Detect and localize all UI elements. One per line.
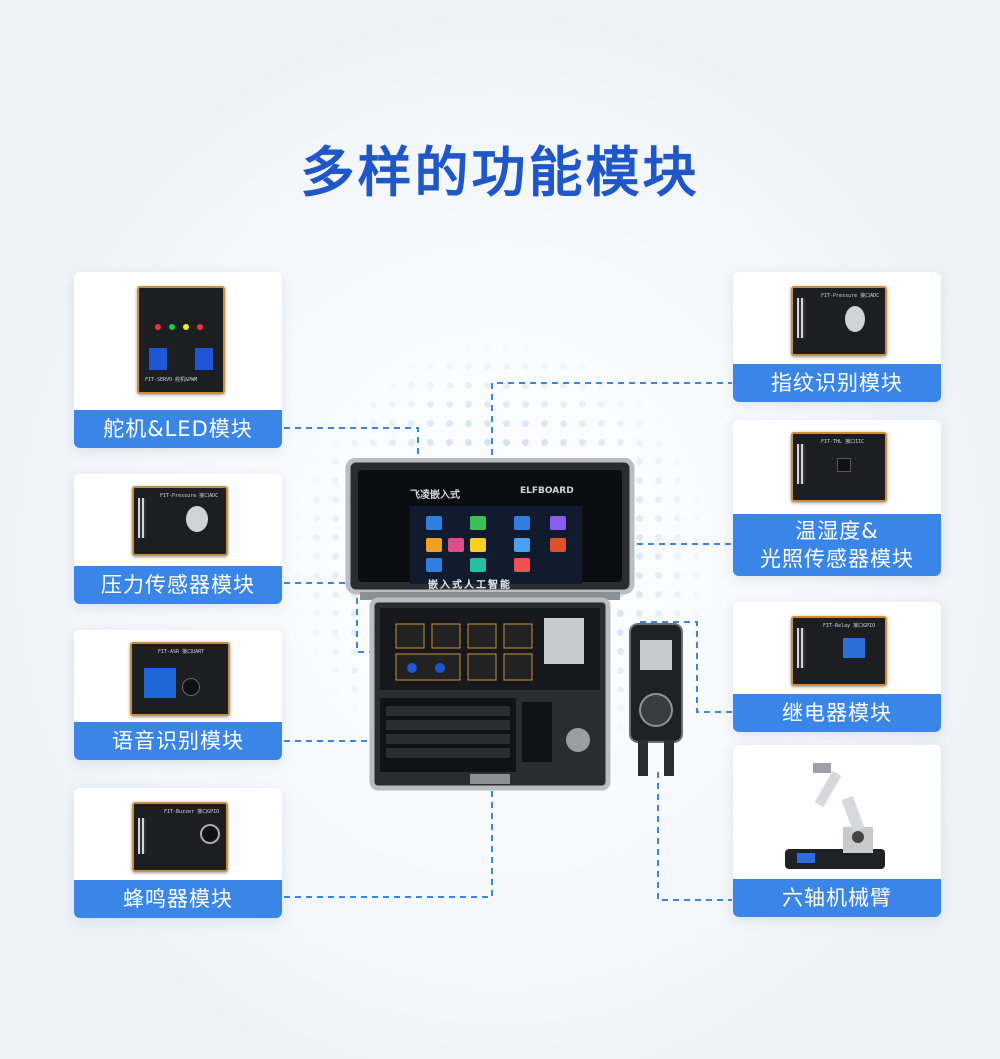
module-card-servo-led[interactable]: FIT-SERVO 舵机&PWM 舵机&LED模块 bbox=[74, 272, 282, 448]
pressure-label: 压力传感器模块 bbox=[74, 566, 282, 604]
fingerprint-label: 指纹识别模块 bbox=[733, 364, 941, 402]
servo-led-label: 舵机&LED模块 bbox=[74, 410, 282, 448]
module-card-robot-arm[interactable]: 六轴机械臂 bbox=[733, 745, 941, 917]
module-card-buzzer[interactable]: FIT-Buzzer 接口GPIO 蜂鸣器模块 bbox=[74, 788, 282, 918]
gripper-device bbox=[626, 620, 686, 780]
relay-label: 继电器模块 bbox=[733, 694, 941, 732]
case-brand-left: 飞凌嵌入式 bbox=[410, 490, 460, 501]
page-title: 多样的功能模块 bbox=[300, 141, 700, 204]
fingerprint-board-image: FIT-Pressure 接口ADC bbox=[791, 286, 887, 356]
module-card-fingerprint[interactable]: FIT-Pressure 接口ADC 指纹识别模块 bbox=[733, 272, 941, 402]
voice-board-image: FIT-ASR 接口UART bbox=[130, 642, 230, 716]
voice-label: 语音识别模块 bbox=[74, 722, 282, 760]
module-card-voice[interactable]: FIT-ASR 接口UART 语音识别模块 bbox=[74, 630, 282, 760]
robot-arm-image bbox=[783, 757, 893, 877]
module-card-relay[interactable]: FIT-Relay 接口GPIO 继电器模块 bbox=[733, 602, 941, 732]
servo-led-board-image: FIT-SERVO 舵机&PWM bbox=[137, 286, 225, 394]
case-screen-text: 嵌入式人工智能 bbox=[428, 580, 512, 591]
buzzer-board-image: FIT-Buzzer 接口GPIO bbox=[132, 802, 228, 872]
buzzer-label: 蜂鸣器模块 bbox=[74, 880, 282, 918]
case-brand-right: ELFBOARD bbox=[520, 486, 574, 496]
pressure-board-image: FIT-Pressure 接口ADC bbox=[132, 486, 228, 556]
temp-light-label: 温湿度& 光照传感器模块 bbox=[733, 514, 941, 576]
relay-board-image: FIT-Relay 接口GPIO bbox=[791, 616, 887, 686]
temp-light-label-line2: 光照传感器模块 bbox=[760, 547, 914, 571]
module-card-temp-light[interactable]: FIT-THL 接口IIC 温湿度& 光照传感器模块 bbox=[733, 420, 941, 576]
temp-light-board-image: FIT-THL 接口IIC bbox=[791, 432, 887, 502]
ai-case-device: 飞凌嵌入式 ELFBOARD 嵌入式人工智能 bbox=[340, 457, 640, 798]
robot-arm-label: 六轴机械臂 bbox=[733, 879, 941, 917]
temp-light-label-line1: 温湿度& bbox=[795, 519, 879, 543]
module-card-pressure[interactable]: FIT-Pressure 接口ADC 压力传感器模块 bbox=[74, 474, 282, 604]
